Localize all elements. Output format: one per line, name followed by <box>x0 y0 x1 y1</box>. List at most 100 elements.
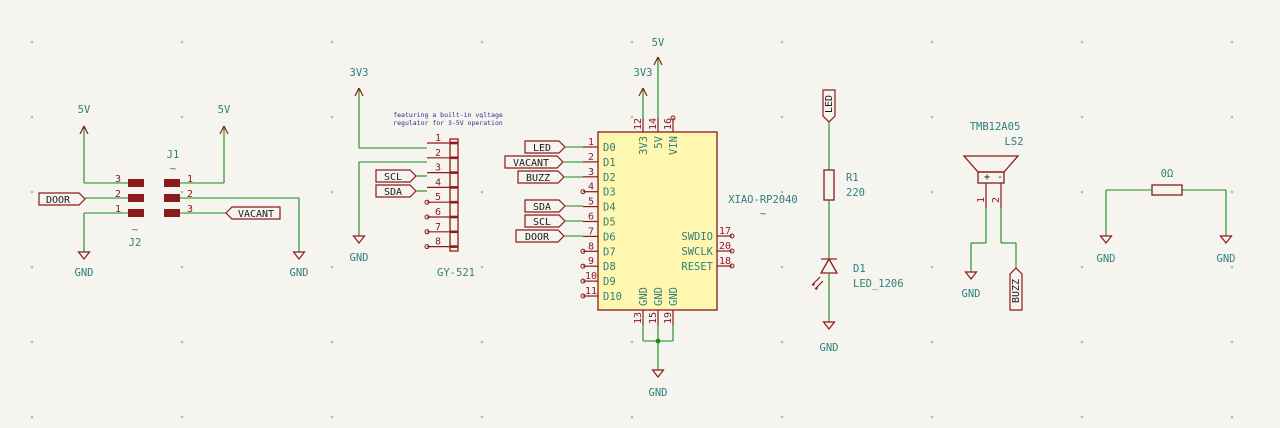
net-label-scl: SCL <box>375 169 417 183</box>
mcu-pin-name: D10 <box>603 291 622 303</box>
imu-module: 3V3 GND SCL SDA featuring a built-in vol… <box>350 67 503 279</box>
net-label-text: BUZZ <box>526 173 550 184</box>
net-label-text: SCL <box>384 172 402 183</box>
mcu-pin-name: VIN <box>668 136 680 155</box>
net-label-door: DOOR <box>515 229 565 243</box>
mcu-pin-unconnected <box>729 263 735 269</box>
net-label-text: VACANT <box>513 158 549 169</box>
ref-ls2: LS2 <box>1005 136 1024 148</box>
net-label-sda: SDA <box>524 199 566 213</box>
grid-dot <box>930 40 934 44</box>
mcu-pin-number: 14 <box>648 118 659 130</box>
mcu-pin-name: 3V3 <box>638 136 650 155</box>
grid-dot <box>1080 190 1084 194</box>
mcu-pin-name: RESET <box>681 261 713 273</box>
net-label-led: LED <box>524 140 566 154</box>
svg-text:3: 3 <box>115 174 121 185</box>
zero-ohm-jumper: 0Ω GND GND <box>1097 168 1236 265</box>
imu-pin-contact <box>450 200 458 204</box>
value-jumper: 0Ω <box>1161 168 1174 180</box>
ref-r1: R1 <box>846 172 859 184</box>
imu-pin-number: 5 <box>435 192 441 203</box>
grid-dot <box>480 40 484 44</box>
grid-dot <box>30 115 34 119</box>
imu-note: featuring a built-in voltage <box>393 111 503 119</box>
mcu-pin-name: D5 <box>603 217 616 229</box>
power-label: 5V <box>652 37 665 49</box>
mcu-pin-number: 16 <box>663 118 674 130</box>
grid-dot <box>480 340 484 344</box>
imu-pin-unconnected <box>424 229 430 235</box>
mcu-pin-name: SWDIO <box>681 231 713 243</box>
connector-j1: 1 2 3 J1 ~ <box>164 149 193 217</box>
net-label-buzz: BUZZ <box>517 170 565 184</box>
ref-xiao: XIAO-RP2040 <box>728 194 798 206</box>
grid-dot <box>780 340 784 344</box>
grid-dot <box>180 415 184 419</box>
grid-dot <box>780 415 784 419</box>
imu-pin-number: 8 <box>435 237 441 248</box>
gnd-label: GND <box>649 387 668 399</box>
mcu-pin-name: SWCLK <box>681 246 713 258</box>
grid-dot <box>330 190 334 194</box>
grid-dot <box>780 115 784 119</box>
grid-dot <box>630 115 634 119</box>
mcu-pin-name: D4 <box>603 202 616 214</box>
mcu-pin-number: 17 <box>719 226 731 237</box>
grid-dot <box>480 415 484 419</box>
svg-text:~: ~ <box>132 224 138 236</box>
net-label-vacant: VACANT <box>225 206 281 220</box>
imu-pin-number: 1 <box>435 133 441 144</box>
grid-dot <box>330 340 334 344</box>
mcu-pin-name: D1 <box>603 157 616 169</box>
ref-j1: J1 <box>167 149 180 161</box>
power-label: 5V <box>78 104 91 116</box>
svg-text:2: 2 <box>991 197 1002 203</box>
gnd-label: GND <box>1217 253 1236 265</box>
mcu-pin-number: 15 <box>648 312 659 324</box>
grid-dot <box>180 340 184 344</box>
imu-pin-contact <box>450 230 458 234</box>
mcu-pin-unconnected <box>729 233 735 239</box>
gnd-label: GND <box>962 288 981 300</box>
mcu-pin-unconnected <box>580 263 586 269</box>
net-label-led: LED <box>822 89 836 123</box>
grid-dot <box>1230 190 1234 194</box>
grid-dot <box>180 40 184 44</box>
mcu-pin-unconnected <box>670 115 676 121</box>
power-5v-right: 5V <box>218 104 231 183</box>
imu-pin-number: 3 <box>435 163 441 174</box>
grid-dot <box>30 340 34 344</box>
mcu-pin-number: 4 <box>588 182 594 193</box>
mcu-pin-number: 10 <box>585 271 597 282</box>
mcu-pin-name: D0 <box>603 142 616 154</box>
grid-dot <box>330 265 334 269</box>
svg-text:2: 2 <box>115 189 121 200</box>
gnd-label: GND <box>75 267 94 279</box>
net-label-text: LED <box>533 143 551 154</box>
grid-dot <box>480 115 484 119</box>
net-label-text: BUZZ <box>1011 279 1022 303</box>
mcu-pin-number: 19 <box>663 312 674 324</box>
grid-dot <box>780 190 784 194</box>
grid-dot <box>30 40 34 44</box>
grid-dot <box>1230 415 1234 419</box>
imu-pin-number: 7 <box>435 222 441 233</box>
mcu-pin-name: D2 <box>603 172 616 184</box>
svg-text:~: ~ <box>170 163 176 175</box>
imu-note: regulator for 3-5V operation <box>393 119 503 127</box>
mcu-pin-number: 9 <box>588 256 594 267</box>
grid-dot <box>1230 265 1234 269</box>
ref-j2: J2 <box>129 237 142 249</box>
mcu-pin-number: 18 <box>719 256 731 267</box>
grid-dot <box>930 190 934 194</box>
mcu-pin-unconnected <box>580 189 586 195</box>
grid-dot <box>30 415 34 419</box>
mcu-pin-name: D3 <box>603 187 616 199</box>
imu-pin-contact <box>450 171 458 174</box>
grid-dot <box>1230 40 1234 44</box>
net-label-text: LED <box>824 95 835 113</box>
mcu-pin-name: D9 <box>603 276 616 288</box>
